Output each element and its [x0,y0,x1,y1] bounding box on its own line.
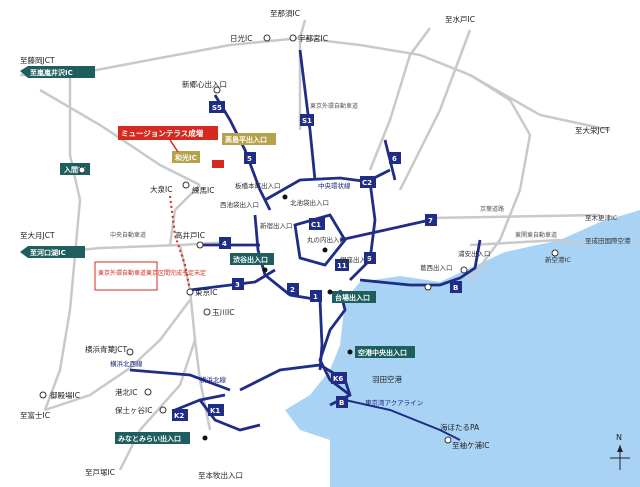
totsuka-label: 至戸塚IC [85,468,115,477]
hokusen-label: 横浜北線 [200,375,227,384]
tamagawa-label: 玉川IC [212,308,234,317]
keiyo-road-label: 京葉道路 [480,205,504,213]
kanetsu-label: 至嵐嵐井沢IC [30,68,73,77]
gaikan-road-label: 東京外環自動車道 [310,102,358,110]
destination-callout: ミュージョンテラス成増 [118,126,224,168]
chuo-road-label: 中央自動車道 [110,231,146,239]
nikko-label: 日光IC [230,33,252,43]
node-black-dots [202,194,353,441]
route-shields: S5 5 S1 6 C2 7 C1 4 11 9 1 2 3 B K6 K2 K… [172,101,462,421]
shinkoshigaya-label: 新郷心出入口 [182,79,227,89]
tokyo-ic-label: 東京IC [195,287,217,297]
nasu-label: 至那須IC [270,9,300,18]
kisarazu-label: 至木更津IC [585,213,618,222]
road-labels: 中央自動車道 東京外環自動車道 京葉道路 東関東自動車道 中央環状線 横浜北西線… [110,102,557,407]
takaido-label: 高井戸IC [175,230,205,240]
pin-icon [212,160,224,168]
mito-label: 至水戸IC [445,14,475,24]
kasai-label: 葛西出入口 [420,263,453,272]
chuo-label: 至河口湖IC [30,248,66,257]
route-4: 4 [222,240,227,248]
chuo-kanjo-label: 中央環状線 [318,181,351,190]
tokyo-bay [285,210,640,487]
green-labels: 至嵐嵐井沢IC 至河口湖IC 入間IC 渋谷出入口 台場出入口 空港中央出入口 … [20,66,415,444]
north-arrow-icon: N [610,433,630,470]
kohoku-label: 港北IC [115,387,137,397]
route-b-east: B [453,284,458,292]
planned-gaikan-segment [169,195,191,291]
route-3: 3 [235,281,240,289]
gold-labels: 高島平出入口 和光IC [172,133,276,163]
higashikanto-road-label: 東関東自動車道 [515,231,557,239]
aqualine [344,399,461,441]
planned-note: 東京外環自動車道東京区間完成予定未定 [94,261,206,291]
route-k1: K1 [210,407,220,415]
route-k2: K2 [174,412,184,420]
compass-letter: N [616,433,622,442]
route-b-south: B [339,399,344,407]
callout-text: ミュージョンテラス成増 [121,128,204,138]
route-5: 5 [247,155,252,163]
route-1: 1 [313,293,318,301]
route-9: 9 [367,255,372,263]
planned-text: 東京外環自動車道東京区間完成予定未定 [98,269,206,277]
odaiba-label: 台場出入口 [335,293,370,302]
urayasu-label: 浦安出入口 [458,249,491,258]
minatomirai-label: みなとみらい出入口 [118,434,181,443]
route-s5: S5 [212,104,222,112]
fuji-label: 至富士IC [20,410,50,420]
otsuki-label: 至大月JCT [20,230,55,240]
yokohama-aoba-label: 横浜青葉JCT [85,344,127,354]
sodegaura-label: 至袖ケ浦IC [452,440,489,450]
route-2: 2 [290,286,295,294]
honmoku-label: 至本牧出入口 [198,470,243,480]
shinkuko-label: 新空港IC [545,255,571,264]
aqualine-label: 東京湾アクアライン [365,398,423,407]
ginza-label: 銀座出入口 [340,255,373,264]
route-s1: S1 [302,117,312,125]
hodogaya-label: 保土ヶ谷IC [115,405,152,415]
route-c1: C1 [311,221,321,229]
takashimadaira-label: 高島平出入口 [225,135,267,144]
nishi-ikebukuro-label: 西池袋出入口 [220,200,259,209]
umihotaru-label: 海ほたるPA [440,422,480,432]
route-6: 6 [392,155,397,163]
node-dots [39,34,559,444]
utsunomiya-label: 宇都宮IC [298,33,328,43]
wako-label: 和光IC [174,153,197,162]
iruma-label: 入間IC [63,165,86,174]
shinjuku-label: 新宿出入口 [260,221,293,230]
nerima-label: 練馬IC [192,185,214,195]
otama-label: 至大栄JCT [575,125,610,135]
route-7: 7 [428,217,433,225]
itabashi-label: 板橋本町出入口 [235,181,281,190]
marunouchi-label: 丸の内出入口 [307,235,346,244]
route-c2: C2 [362,179,372,187]
gotenba-label: 御殿場IC [50,390,80,400]
shibuya-label: 渋谷出入口 [233,255,268,264]
narita-label: 至成田国際空港 [585,236,631,245]
hokuseisen-label: 横浜北西線 [110,359,143,368]
route-11: 11 [337,262,347,270]
place-labels: 至那須IC 至水戸IC 日光IC 宇都宮IC 至藤岡JCT 至大栄JCT 新郷心… [20,9,631,480]
fujioka-label: 至藤岡JCT [20,55,55,65]
kita-ikebukuro-label: 北池袋出入口 [290,198,329,207]
kugo-label: 空港中央出入口 [358,348,407,357]
haneda-label: 羽田空港 [372,374,402,384]
ooizumi-label: 大泉IC [150,184,172,194]
route-k6: K6 [333,375,343,383]
